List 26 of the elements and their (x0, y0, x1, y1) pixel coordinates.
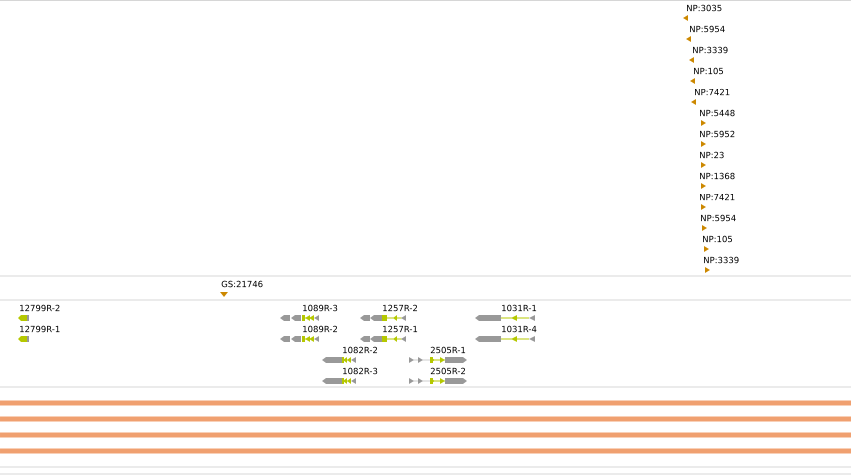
feature-label: 1031R-1 (502, 304, 536, 312)
feature-label: 12799R-2 (20, 304, 60, 312)
feature-label: 1089R-2 (303, 326, 338, 332)
feature-label: 2505R-2 (430, 368, 466, 374)
feature-label: NP:7421 (700, 194, 734, 200)
feature-label: NP:23 (700, 152, 724, 158)
feature-label: NP:7421 (695, 88, 730, 96)
feature-label: NP:3035 (687, 4, 722, 12)
feature-label: 1031R-4 (502, 326, 536, 332)
feature-label: 12799R-1 (20, 326, 60, 332)
feature-label: NP:1368 (700, 172, 735, 180)
feature-label: NP:5448 (700, 110, 735, 116)
feature-label: 1082R-3 (343, 368, 378, 374)
feature-label: 1089R-3 (303, 304, 338, 312)
feature-label: 1257R-2 (383, 304, 418, 312)
feature-label: 2505R-1 (430, 346, 466, 354)
feature-label: NP:3339 (693, 46, 728, 54)
feature-label: NP:5954 (701, 214, 736, 222)
feature-label: NP:105 (694, 68, 724, 74)
feature-label: NP:5954 (690, 26, 725, 32)
feature-label: NP:105 (703, 236, 732, 242)
feature-label: NP:3339 (704, 256, 739, 264)
feature-label: GS:21746 (222, 280, 263, 288)
feature-label: 1082R-2 (343, 346, 378, 354)
feature-label: NP:5952 (700, 130, 734, 138)
feature-label: 1257R-1 (383, 326, 418, 332)
